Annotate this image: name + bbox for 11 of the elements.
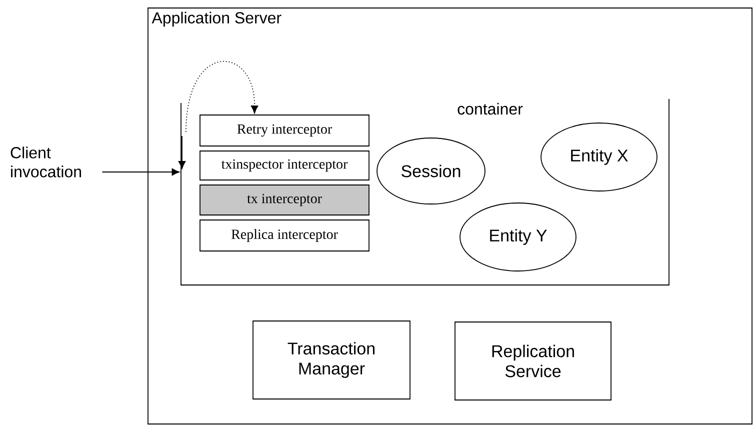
interceptor-box: txinspector interceptor xyxy=(200,150,370,180)
interceptor-box: Retry interceptor xyxy=(200,114,370,146)
arrow xyxy=(102,168,180,176)
box-heading: Application Server xyxy=(152,12,282,27)
interceptor-box: tx interceptor xyxy=(200,184,370,216)
box-heading: container xyxy=(458,102,523,115)
arrow xyxy=(186,61,258,132)
text-label: Client invocation xyxy=(10,146,81,178)
service-box: Transaction Manager xyxy=(252,320,410,400)
service-box: Replication Service xyxy=(454,322,612,400)
interceptor-box: Replica interceptor xyxy=(200,220,370,252)
